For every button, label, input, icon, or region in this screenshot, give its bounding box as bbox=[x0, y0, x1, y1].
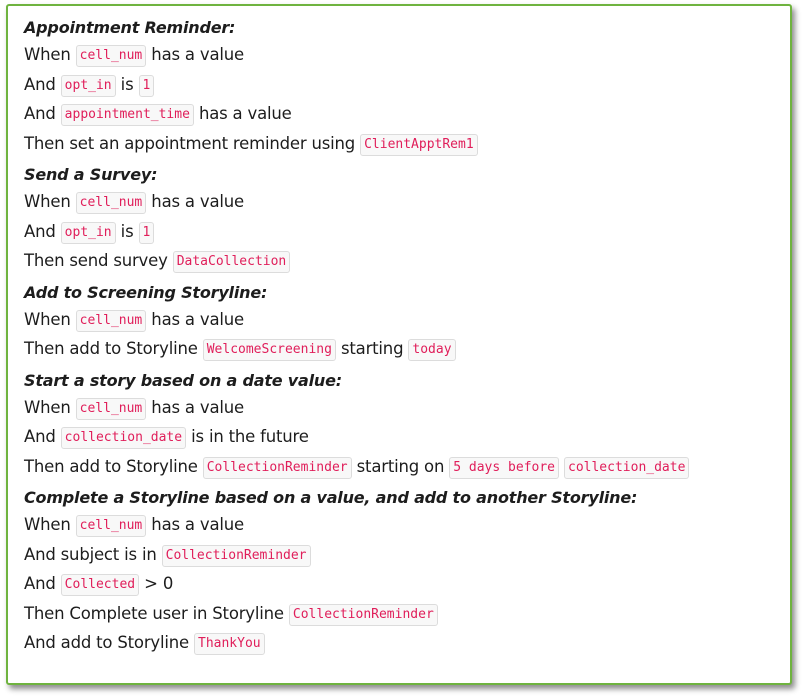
rule-line: When cell_num has a value bbox=[24, 305, 790, 335]
rule-text: And bbox=[24, 427, 61, 446]
code-token: opt_in bbox=[60, 74, 116, 97]
rule-text: When bbox=[24, 45, 76, 64]
section-title: Complete a Storyline based on a value, a… bbox=[24, 488, 638, 507]
rule-text: > 0 bbox=[139, 574, 174, 593]
rule-text: And subject is in bbox=[24, 544, 162, 564]
rule-line: When cell_num has a value bbox=[24, 40, 790, 70]
rule-line: When cell_num has a value bbox=[24, 393, 790, 423]
rule-text: has a value bbox=[146, 397, 244, 417]
section-title: Send a Survey: bbox=[24, 165, 158, 184]
rule-text: And bbox=[24, 74, 61, 94]
rule-text: has a value bbox=[193, 104, 292, 123]
code-token: Collected bbox=[60, 574, 140, 596]
code-token: cell_num bbox=[75, 397, 147, 420]
rule-text: When bbox=[24, 192, 76, 211]
code-token: WelcomeScreening bbox=[202, 339, 336, 361]
code-token: appointment_time bbox=[60, 104, 194, 126]
rule-line: And appointment_time has a value bbox=[24, 99, 790, 129]
code-token: cell_num bbox=[75, 45, 147, 67]
code-token: CollectionReminder bbox=[161, 544, 311, 567]
rules-panel: Appointment Reminder: When cell_num has a… bbox=[6, 4, 792, 685]
code-token: 5 days before bbox=[449, 456, 559, 479]
rule-text: has a value bbox=[146, 515, 244, 534]
rule-text: is bbox=[115, 221, 139, 241]
code-token: cell_num bbox=[75, 309, 147, 332]
code-token: today bbox=[408, 339, 456, 361]
rule-line: And Collected > 0 bbox=[24, 569, 790, 599]
code-token: 1 bbox=[138, 221, 155, 244]
rule-line: When cell_num has a value bbox=[24, 510, 790, 540]
rule-line: And subject is in CollectionReminder bbox=[24, 540, 790, 570]
section-title: Appointment Reminder: bbox=[24, 18, 236, 37]
rule-line: Then send survey DataCollection bbox=[24, 246, 790, 276]
rule-text: starting on bbox=[351, 456, 450, 476]
section-title: Add to Screening Storyline: bbox=[24, 282, 268, 302]
rule-text: Then send survey bbox=[24, 251, 173, 270]
rule-section: Appointment Reminder: When cell_num has a… bbox=[24, 16, 790, 158]
rule-section: Complete a Storyline based on a value, a… bbox=[24, 486, 790, 658]
code-token: CollectionReminder bbox=[202, 456, 352, 479]
rule-line: Then add to Storyline WelcomeScreening s… bbox=[24, 334, 790, 364]
code-token: collection_date bbox=[564, 456, 690, 479]
code-token: cell_num bbox=[75, 515, 147, 537]
rule-text: starting bbox=[335, 339, 409, 358]
rule-line: Then add to Storyline CollectionReminder… bbox=[24, 452, 790, 482]
rule-text: Then add to Storyline bbox=[24, 339, 203, 358]
section-title: Start a story based on a date value: bbox=[24, 370, 342, 390]
rule-line: And opt_in is 1 bbox=[24, 70, 790, 100]
rule-text: Then Complete user in Storyline bbox=[24, 603, 289, 623]
code-token: cell_num bbox=[75, 192, 147, 214]
rule-text: When bbox=[24, 397, 76, 417]
rule-text: is bbox=[115, 74, 139, 94]
rule-section: Add to Screening Storyline: When cell_num… bbox=[24, 281, 790, 364]
code-token: 1 bbox=[138, 74, 155, 97]
rule-line: And add to Storyline ThankYou bbox=[24, 628, 790, 658]
rule-line: When cell_num has a value bbox=[24, 187, 790, 217]
code-token: ThankYou bbox=[194, 633, 265, 655]
rule-text: Then set an appointment reminder using bbox=[24, 133, 361, 153]
code-token: ClientApptRem1 bbox=[360, 133, 478, 156]
rule-line: Then set an appointment reminder using C… bbox=[24, 129, 790, 159]
rule-section: Start a story based on a date value: When… bbox=[24, 369, 790, 482]
rule-line: And collection_date is in the future bbox=[24, 422, 790, 452]
rule-text: When bbox=[24, 515, 76, 534]
code-token: opt_in bbox=[60, 221, 116, 244]
code-token: collection_date bbox=[60, 427, 187, 449]
rule-text: has a value bbox=[146, 192, 244, 211]
rule-text: And add to Storyline bbox=[24, 633, 194, 652]
rule-text: has a value bbox=[146, 309, 244, 329]
code-token: DataCollection bbox=[172, 251, 291, 273]
rule-text: And bbox=[24, 221, 61, 241]
rule-text: is in the future bbox=[186, 427, 309, 446]
rule-text: When bbox=[24, 309, 76, 329]
code-token: CollectionReminder bbox=[288, 603, 438, 626]
rule-text: has a value bbox=[146, 45, 244, 64]
rule-text: And bbox=[24, 104, 61, 123]
rule-text: And bbox=[24, 574, 61, 593]
rule-text: Then add to Storyline bbox=[24, 456, 203, 476]
rule-line: Then Complete user in Storyline Collecti… bbox=[24, 599, 790, 629]
rule-line: And opt_in is 1 bbox=[24, 217, 790, 247]
